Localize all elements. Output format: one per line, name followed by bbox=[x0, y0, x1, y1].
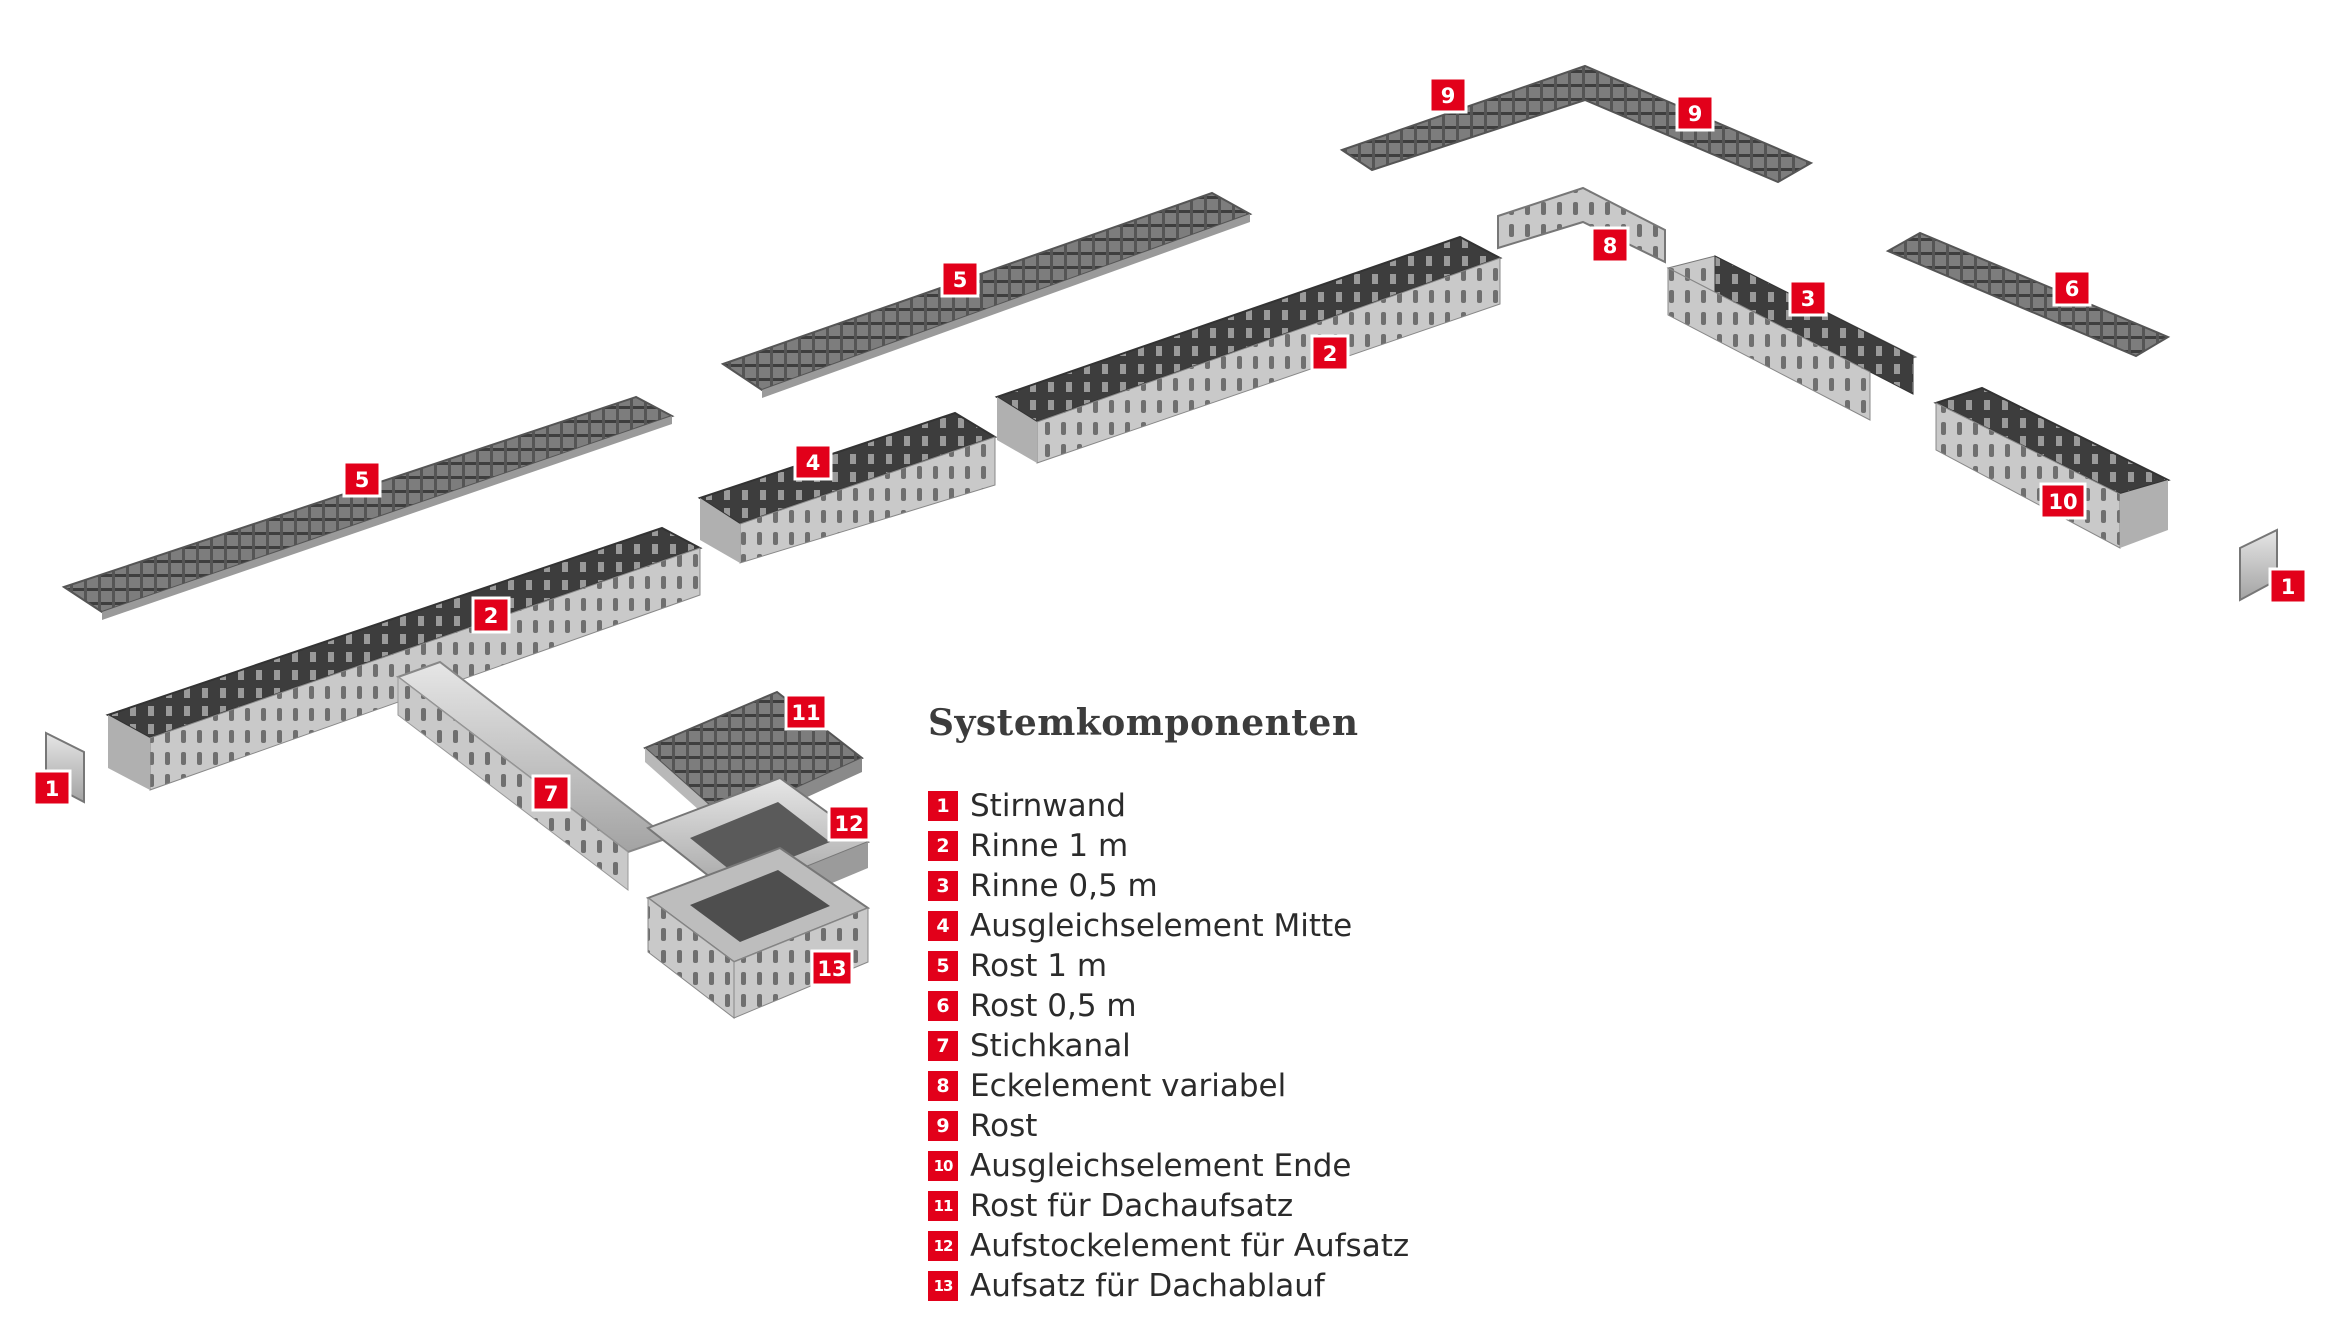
legend-item: 7 Stichkanal bbox=[928, 1026, 1488, 1066]
legend-badge: 4 bbox=[928, 911, 958, 941]
svg-text:5: 5 bbox=[355, 468, 370, 492]
legend-item: 10 Ausgleichselement Ende bbox=[928, 1146, 1488, 1186]
callout-1-right: 1 bbox=[2270, 569, 2306, 603]
legend-badge: 8 bbox=[928, 1071, 958, 1101]
legend-badge: 1 bbox=[928, 791, 958, 821]
svg-text:5: 5 bbox=[953, 268, 968, 292]
legend-item: 2 Rinne 1 m bbox=[928, 826, 1488, 866]
callout-9-left: 9 bbox=[1430, 78, 1466, 112]
callout-10: 10 bbox=[2041, 484, 2085, 518]
legend-item: 8 Eckelement variabel bbox=[928, 1066, 1488, 1106]
legend-badge: 6 bbox=[928, 991, 958, 1021]
legend-item: 1 Stirnwand bbox=[928, 786, 1488, 826]
legend-label: Rost bbox=[970, 1108, 1037, 1144]
legend-label: Rost für Dachaufsatz bbox=[970, 1188, 1293, 1224]
svg-text:12: 12 bbox=[834, 812, 863, 836]
callout-8: 8 bbox=[1592, 228, 1628, 262]
legend-label: Rinne 0,5 m bbox=[970, 868, 1158, 904]
callout-6: 6 bbox=[2054, 271, 2090, 305]
legend-label: Stirnwand bbox=[970, 788, 1126, 824]
legend-badge: 7 bbox=[928, 1031, 958, 1061]
legend-item: 6 Rost 0,5 m bbox=[928, 986, 1488, 1026]
legend-label: Eckelement variabel bbox=[970, 1068, 1286, 1104]
svg-text:10: 10 bbox=[2048, 490, 2077, 514]
legend-badge: 12 bbox=[928, 1231, 958, 1261]
callout-5-left: 5 bbox=[344, 462, 380, 496]
legend-label: Rinne 1 m bbox=[970, 828, 1128, 864]
svg-text:6: 6 bbox=[2065, 277, 2080, 301]
callout-13: 13 bbox=[812, 951, 852, 985]
legend-label: Ausgleichselement Mitte bbox=[970, 908, 1352, 944]
callout-3: 3 bbox=[1790, 281, 1826, 315]
legend-item: 11 Rost für Dachaufsatz bbox=[928, 1186, 1488, 1226]
svg-text:1: 1 bbox=[45, 777, 60, 801]
legend-item: 3 Rinne 0,5 m bbox=[928, 866, 1488, 906]
ausgleichselement-ende bbox=[1936, 388, 2168, 548]
svg-text:9: 9 bbox=[1688, 102, 1703, 126]
callout-2-left: 2 bbox=[473, 598, 509, 632]
rost-corner bbox=[1342, 66, 1811, 182]
callout-9-right: 9 bbox=[1677, 96, 1713, 130]
ausgleichselement-mitte bbox=[700, 413, 995, 563]
svg-text:3: 3 bbox=[1801, 287, 1816, 311]
callout-2-center: 2 bbox=[1312, 336, 1348, 370]
svg-text:2: 2 bbox=[484, 604, 499, 628]
legend-badge: 5 bbox=[928, 951, 958, 981]
legend-item: 9 Rost bbox=[928, 1106, 1488, 1146]
legend-badge: 10 bbox=[928, 1151, 958, 1181]
legend-label: Ausgleichselement Ende bbox=[970, 1148, 1352, 1184]
legend-title: Systemkomponenten bbox=[928, 702, 1488, 744]
legend-label: Rost 0,5 m bbox=[970, 988, 1137, 1024]
svg-text:1: 1 bbox=[2281, 575, 2296, 599]
legend-item: 4 Ausgleichselement Mitte bbox=[928, 906, 1488, 946]
legend-badge: 9 bbox=[928, 1111, 958, 1141]
legend-label: Rost 1 m bbox=[970, 948, 1107, 984]
svg-text:2: 2 bbox=[1323, 342, 1338, 366]
svg-text:4: 4 bbox=[806, 451, 821, 475]
legend-item: 13 Aufsatz für Dachablauf bbox=[928, 1266, 1488, 1306]
legend-badge: 11 bbox=[928, 1191, 958, 1221]
svg-text:11: 11 bbox=[791, 701, 820, 725]
callout-1-left: 1 bbox=[34, 771, 70, 805]
legend-label: Aufsatz für Dachablauf bbox=[970, 1268, 1325, 1304]
legend-badge: 2 bbox=[928, 831, 958, 861]
legend-label: Aufstockelement für Aufsatz bbox=[970, 1228, 1409, 1264]
legend-badge: 3 bbox=[928, 871, 958, 901]
legend-label: Stichkanal bbox=[970, 1028, 1131, 1064]
legend-badge: 13 bbox=[928, 1271, 958, 1301]
callout-7: 7 bbox=[533, 776, 569, 810]
eckelement-variabel bbox=[1498, 188, 1665, 262]
svg-text:8: 8 bbox=[1603, 234, 1618, 258]
callout-12: 12 bbox=[829, 806, 869, 840]
svg-text:7: 7 bbox=[544, 782, 559, 806]
svg-text:9: 9 bbox=[1441, 84, 1456, 108]
svg-text:13: 13 bbox=[817, 957, 846, 981]
callout-5-center: 5 bbox=[942, 262, 978, 296]
callout-4: 4 bbox=[795, 445, 831, 479]
legend-item: 12 Aufstockelement für Aufsatz bbox=[928, 1226, 1488, 1266]
legend-item: 5 Rost 1 m bbox=[928, 946, 1488, 986]
rost-0-5m bbox=[1888, 233, 2168, 356]
callout-11: 11 bbox=[786, 695, 826, 729]
